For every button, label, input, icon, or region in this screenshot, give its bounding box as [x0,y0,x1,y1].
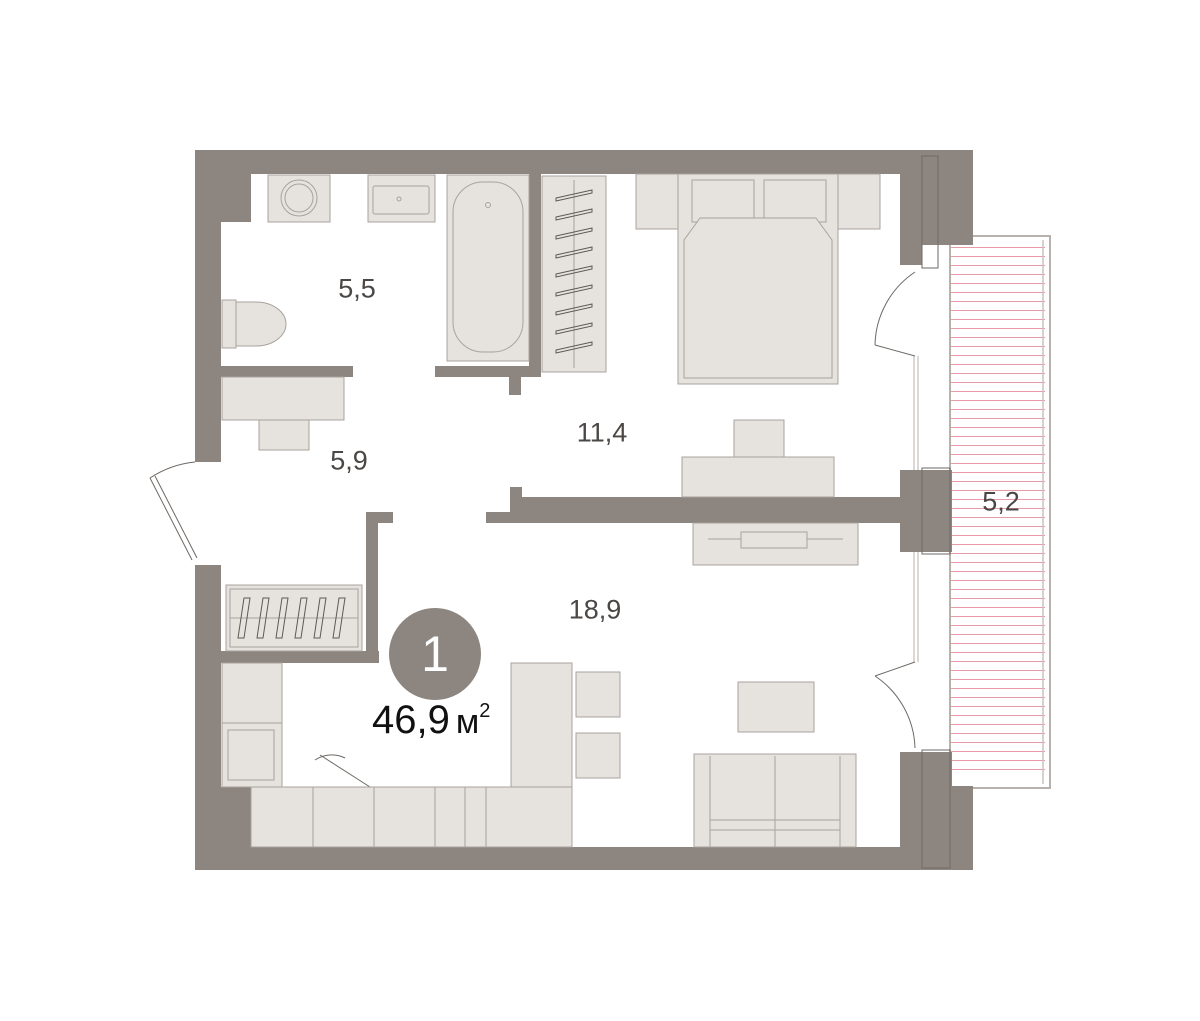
rooms-count-badge: 1 [389,608,481,700]
wall-left-lower [195,565,221,870]
entrance-door-swing [149,461,196,479]
nightstand-right [837,173,881,230]
balcony-door-bottom-swing [874,675,916,749]
walls [195,150,973,870]
bathtub-basin [452,181,524,353]
toilet [221,301,287,347]
window-right-bottom [921,749,951,869]
hanger-icon [237,597,251,639]
hanger-icon [332,597,346,639]
wall-left-upper [195,150,221,462]
oven-door [227,729,275,781]
kitchen-door-leaf [319,754,371,788]
balcony-door-top-swing [874,271,916,346]
doors [149,271,916,788]
coffee-table [737,681,815,733]
total-area-value: 46,9 [372,698,450,742]
fridge [221,662,283,724]
window-right-top [921,155,939,269]
hanger-icon [555,284,593,297]
room-area-balcony: 5,2 [982,486,1020,517]
washing-machine-drum-icon [280,179,318,217]
hanger-icon [275,597,289,639]
hanger-icon [294,597,308,639]
hanger-icon [555,265,593,278]
hanger-icon [555,208,593,221]
kitchen-counter [250,786,573,848]
bar-stool-bottom [575,732,621,779]
furniture [221,173,881,848]
wall-bath-post [509,377,521,395]
sink-drain-icon [396,196,402,202]
wall-bed-living-tip [486,512,512,523]
wall-bath-bedroom [529,150,541,377]
hanger-icon [555,303,593,316]
kitchen-door-swing [314,754,346,761]
hanger-icon [256,597,270,639]
bedroom-desk [681,456,835,498]
kitchen-island [510,662,573,788]
hall-cabinet [221,376,345,421]
toilet-tank [221,299,237,349]
room-area-bedroom: 11,4 [576,417,628,448]
hanger-icon [555,246,593,259]
bar-stool-top [575,671,621,718]
wall-bed-living [510,497,905,523]
windows [913,155,951,869]
balcony-floor [950,244,1045,778]
nightstand-left [635,173,679,230]
wall-wardrobe-side [366,512,378,663]
bathtub-drain-icon [485,202,491,208]
blanket [683,217,833,379]
wall-top [195,150,973,174]
wall-right-top-cap [900,150,922,265]
pillow-right [763,179,827,223]
tv [740,531,808,549]
hanger-icon [555,227,593,240]
room-area-living-kitchen: 18,9 [568,594,622,625]
balcony-door-bottom-leaf [874,661,916,677]
wall-right-mid [900,470,952,552]
hanger-icon [555,189,593,202]
wall-bed-living-stub [510,487,522,523]
wall-left-pier-bottom [221,787,251,847]
wardrobe-hangers [237,189,593,639]
wall-bath-front [435,366,529,377]
hall-bench [258,419,310,451]
hanger-icon [313,597,327,639]
room-area-bathroom: 5,5 [338,273,376,304]
balcony-door-top-leaf [874,344,916,357]
hanger-icon [555,341,593,354]
washing-machine-drum-inner-icon [284,183,314,213]
room-area-hallway: 5,9 [330,445,368,476]
wall-wardrobe-cap [366,512,393,523]
desk-chair [733,419,785,459]
wall-bottom [195,847,973,870]
entrance-door-leaf [149,477,193,561]
washing-machine [267,174,331,223]
wall-bath-divider [221,366,353,377]
wall-right-bottom-ext [950,786,973,870]
oven [221,722,283,788]
wall-wardrobe-top [221,651,379,663]
total-area-unit: м2 [455,699,491,741]
hanger-icon [555,322,593,335]
pillow-left [691,179,755,223]
balcony [949,235,1051,789]
entrance-door-leaf-2 [154,475,198,559]
window-right-mid [921,467,951,555]
wall-right-bottom [900,752,952,870]
wall-left-pier-top [221,174,251,222]
